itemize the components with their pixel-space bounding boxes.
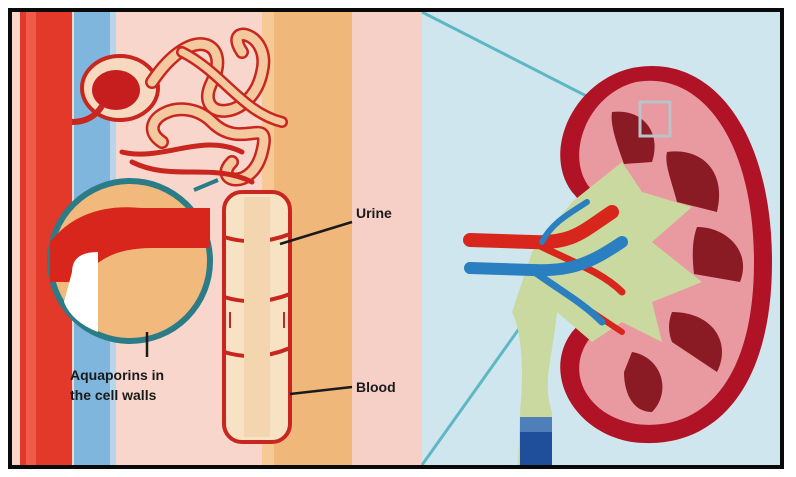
aquaporins-label-line1: Aquaporins in	[70, 367, 164, 383]
blood-label: Blood	[356, 379, 396, 395]
urine-label: Urine	[356, 205, 392, 221]
kidney	[470, 66, 772, 465]
zoom-line-top	[422, 12, 602, 104]
glomerulus	[92, 70, 140, 110]
ureter-gradient	[520, 417, 552, 432]
ureter-end	[520, 432, 552, 465]
loop-tubule	[224, 192, 290, 442]
panel-strip	[342, 12, 422, 465]
aquaporins-label-line2: the cell walls	[70, 387, 157, 403]
artery-highlight	[26, 12, 36, 465]
kidney-nephron-diagram: Urine Blood Aquaporins in the cell walls	[12, 12, 780, 465]
diagram-frame: Urine Blood Aquaporins in the cell walls	[8, 8, 784, 469]
